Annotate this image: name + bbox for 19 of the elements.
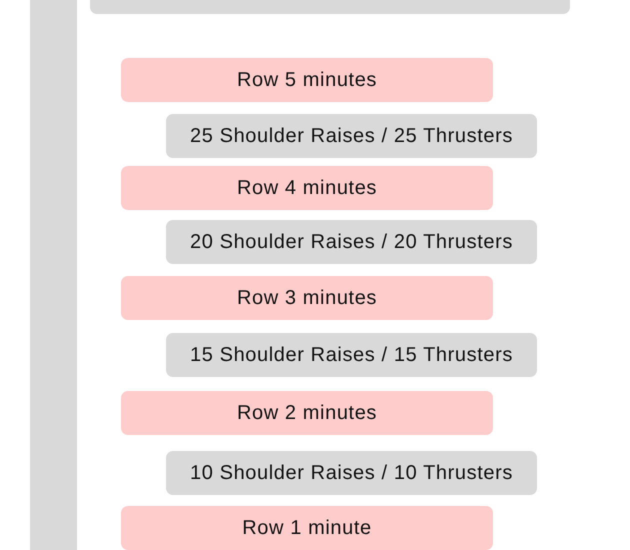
step-label: 10 Shoulder Raises / 10 Thrusters	[190, 461, 513, 485]
side-band	[30, 0, 77, 550]
step-label: Row 1 minute	[242, 516, 372, 540]
step-label: 25 Shoulder Raises / 25 Thrusters	[190, 124, 513, 148]
step-label: Row 5 minutes	[236, 68, 378, 92]
rowing-step-card	[121, 506, 493, 550]
step-label: Row 4 minutes	[236, 176, 378, 200]
exercise-step-card	[166, 333, 537, 377]
step-label: 15 Shoulder Raises / 15 Thrusters	[190, 343, 513, 367]
step-label: Row 3 minutes	[236, 286, 378, 310]
exercise-step-card	[166, 220, 537, 264]
exercise-step-card	[166, 114, 537, 158]
step-label: Row 2 minutes	[236, 401, 378, 425]
step-label: 20 Shoulder Raises / 20 Thrusters	[190, 230, 513, 254]
rowing-step-card	[121, 276, 493, 320]
rowing-step-card	[121, 166, 493, 210]
rowing-step-card	[121, 58, 493, 102]
exercise-step-card	[166, 451, 537, 495]
rowing-step-card	[121, 391, 493, 435]
